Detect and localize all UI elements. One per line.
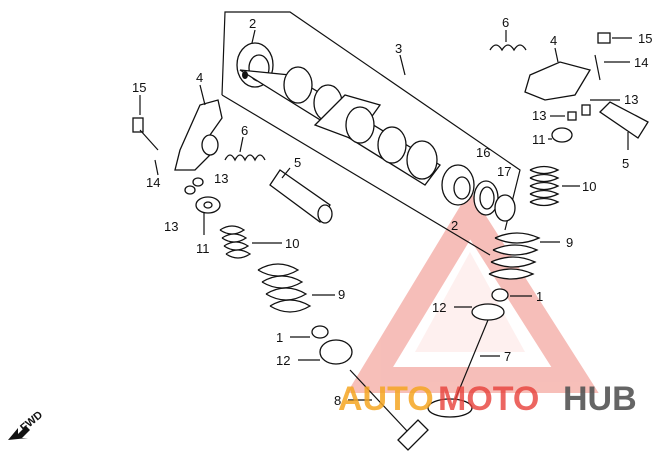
- callout-label: 6: [502, 15, 509, 30]
- watermark-part3: HUB: [563, 380, 637, 418]
- callout-label: 7: [504, 349, 511, 364]
- valve-seal-ring-left: [298, 339, 353, 365]
- camshaft-bearing-right: [441, 164, 475, 206]
- spring-small-left: [224, 136, 266, 162]
- rocker-arm-left: [174, 84, 223, 171]
- callout-label: 11: [196, 241, 210, 256]
- spring-small-right: [489, 30, 527, 52]
- camshaft: [239, 66, 441, 186]
- intake-valve: [348, 369, 429, 451]
- callout-label: 10: [285, 236, 299, 251]
- valve-adjuster-right: [594, 32, 632, 81]
- rocker-shaft-right: [598, 101, 649, 150]
- camshaft-group-outline: [221, 11, 521, 256]
- callout-label: 5: [294, 155, 301, 170]
- callout-label: 13: [624, 92, 638, 107]
- callout-label: 13: [532, 108, 546, 123]
- callout-label: 2: [451, 218, 458, 233]
- valve-spring-inner-left: [219, 225, 282, 259]
- callout-label: 6: [241, 123, 248, 138]
- callout-label: 8: [334, 393, 341, 408]
- callout-label: 15: [132, 80, 146, 95]
- o-ring: [494, 194, 516, 222]
- callout-label: 14: [634, 55, 648, 70]
- callout-label: 4: [550, 33, 557, 48]
- washer-right: [548, 127, 573, 143]
- callout-labels: 2 3 6 4 15 14 13 15 4 6 5 13 14 13 11 10…: [132, 15, 652, 408]
- valve-retainer-right: [491, 288, 532, 302]
- lock-nut-left: [184, 177, 204, 195]
- fwd-arrow-icon: [8, 426, 30, 440]
- callout-label: 2: [249, 16, 256, 31]
- callout-label: 13: [214, 171, 228, 186]
- lock-nut-right: [550, 99, 620, 121]
- callout-label: 10: [582, 179, 596, 194]
- rocker-shaft-left: [269, 167, 333, 224]
- callout-label: 3: [395, 41, 402, 56]
- callout-label: 17: [497, 164, 511, 179]
- oil-seal: [473, 180, 499, 216]
- callout-label: 11: [532, 132, 546, 147]
- fwd-label: FWD: [18, 409, 45, 434]
- callout-label: 13: [164, 219, 178, 234]
- watermark-part1: AUTO: [338, 380, 434, 418]
- watermark-logo: AUTO MOTO HUB: [338, 380, 637, 418]
- callout-label: 16: [476, 145, 490, 160]
- valve-spring-inner-right: [529, 165, 580, 207]
- callout-label: 12: [276, 353, 290, 368]
- valve-spring-outer-left: [257, 263, 335, 313]
- watermark-part2: MOTO: [438, 380, 539, 418]
- callout-label: 14: [146, 175, 160, 190]
- washer-left: [195, 196, 221, 235]
- valve-retainer-left: [290, 325, 329, 339]
- valve-adjuster-left: [132, 95, 159, 176]
- callout-label: 4: [196, 70, 203, 85]
- callout-label: 12: [432, 300, 446, 315]
- callout-label: 15: [638, 31, 652, 46]
- valve-spring-outer-right: [488, 232, 560, 280]
- watermark-triangle-icon: [346, 190, 599, 393]
- callout-label: 1: [536, 289, 543, 304]
- callout-label: 1: [276, 330, 283, 345]
- rocker-arm-right: [524, 47, 592, 101]
- callout-label: 9: [566, 235, 573, 250]
- callout-label: 9: [338, 287, 345, 302]
- callout-label: 5: [622, 156, 629, 171]
- exhaust-valve: [427, 319, 500, 418]
